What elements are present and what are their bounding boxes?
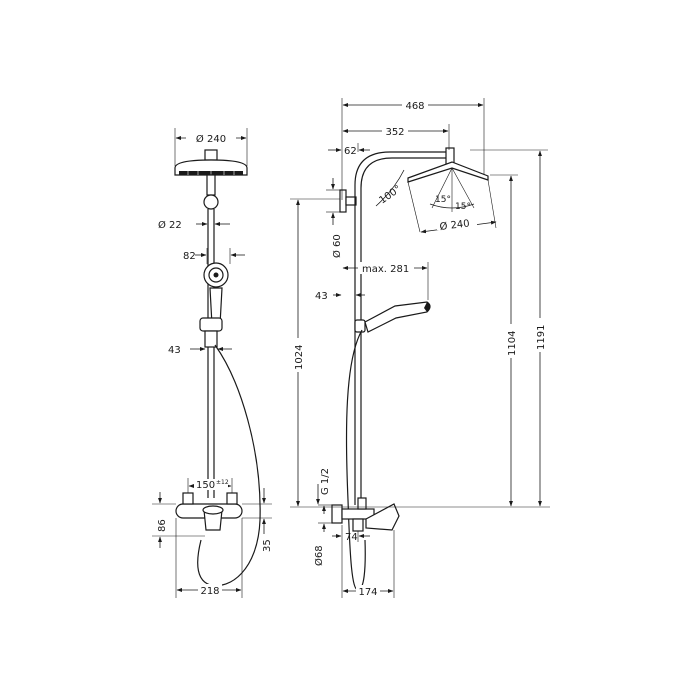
dim-front-holder-offset: 43 [168, 345, 232, 356]
dim-label-side-bracket-diameter: Ø 60 [331, 234, 343, 258]
dim-label-side-escutcheon-diameter: Ø68 [313, 545, 325, 566]
dim-side-arm-projection: 352 [342, 124, 450, 150]
dim-front-arm-diameter: Ø 22 [158, 219, 230, 231]
dim-side-head-diameter: Ø 240 [420, 217, 497, 234]
side-overhead-shower [407, 147, 497, 233]
dim-side-thread: G 1/2 [316, 468, 331, 505]
dim-label-side-head-tilt-left: 15° [435, 195, 451, 205]
side-mixer [331, 497, 400, 532]
dim-side-wall-clearance: 62 [328, 143, 370, 157]
dim-side-spout-projection: 174 [341, 525, 395, 598]
side-hose [345, 329, 366, 591]
dim-front-head-diameter: Ø 240 [174, 128, 248, 166]
dim-front-mixer-drop: 35 [242, 488, 273, 552]
dim-front-mixer-centers: 150 ±12 [187, 478, 233, 493]
dim-label-side-spout-offset: 74 [345, 532, 358, 543]
dim-label-side-arm-projection: 352 [385, 127, 404, 138]
side-riser-arm [354, 151, 448, 505]
front-overhead-shower [174, 149, 248, 210]
dim-side-riser-height: 1024 [290, 198, 550, 508]
dim-label-side-total-projection: 468 [405, 101, 424, 112]
dim-side-head-tilt: 15° 15° [429, 195, 475, 212]
dim-label-side-head-diameter: Ø 240 [439, 217, 470, 233]
dim-label-front-head-diameter: Ø 240 [196, 133, 226, 145]
dim-label-side-head-tilt-right: 15° [455, 202, 471, 212]
dim-side-escutcheon-diameter: Ø68 [313, 504, 332, 566]
front-hose [197, 344, 261, 587]
front-holder [199, 317, 223, 348]
front-mixer [175, 492, 243, 531]
dim-label-front-holder-offset: 43 [168, 345, 181, 356]
dim-label-front-mixer-tolerance: ±12 [216, 479, 229, 486]
dim-label-front-mixer-height: 86 [157, 519, 168, 532]
dim-side-max-reach: max. 281 [342, 262, 429, 300]
dim-side-total-height: 1191 [470, 149, 548, 507]
front-riser-pipe [207, 209, 215, 498]
dim-front-handshower-offset: 82 [183, 248, 245, 264]
dim-label-front-mixer-centers: 150 [196, 480, 215, 491]
front-hand-shower [203, 262, 229, 326]
dim-label-side-total-height: 1191 [536, 325, 547, 350]
dim-label-side-thread: G 1/2 [320, 468, 331, 495]
dim-label-side-riser-offset: 43 [315, 291, 328, 302]
side-wall-bracket [339, 189, 357, 213]
dim-front-mixer-width: 218 [175, 518, 243, 598]
front-view: Ø 240 Ø 22 82 43 150 ±12 [152, 128, 273, 598]
dim-side-arm-angle: 100° [375, 169, 405, 207]
dim-label-front-mixer-width: 218 [200, 586, 219, 597]
dim-label-side-riser-height: 1024 [294, 345, 305, 370]
dim-side-bracket-diameter: Ø 60 [326, 178, 343, 258]
dim-label-side-arm-angle: 100° [377, 184, 403, 207]
dim-side-spout-offset: 74 [332, 531, 370, 543]
dim-side-riser-offset: 43 [315, 291, 365, 302]
side-hand-shower [354, 301, 431, 333]
dim-label-side-wall-clearance: 62 [344, 146, 357, 157]
side-view: 468 352 62 100° 15° 15° Ø 240 [290, 98, 550, 598]
dim-label-front-handshower-offset: 82 [183, 251, 196, 262]
dim-front-mixer-height: 86 [152, 492, 205, 548]
dim-side-head-height: 1104 [490, 174, 518, 507]
dim-label-side-spout-projection: 174 [358, 587, 377, 598]
dim-label-front-mixer-drop: 35 [262, 539, 273, 552]
dim-label-front-arm-diameter: Ø 22 [158, 219, 182, 231]
dim-side-total-projection: 468 [341, 98, 485, 200]
dim-label-side-max-reach: max. 281 [362, 264, 409, 275]
dim-label-side-head-height: 1104 [507, 331, 518, 356]
